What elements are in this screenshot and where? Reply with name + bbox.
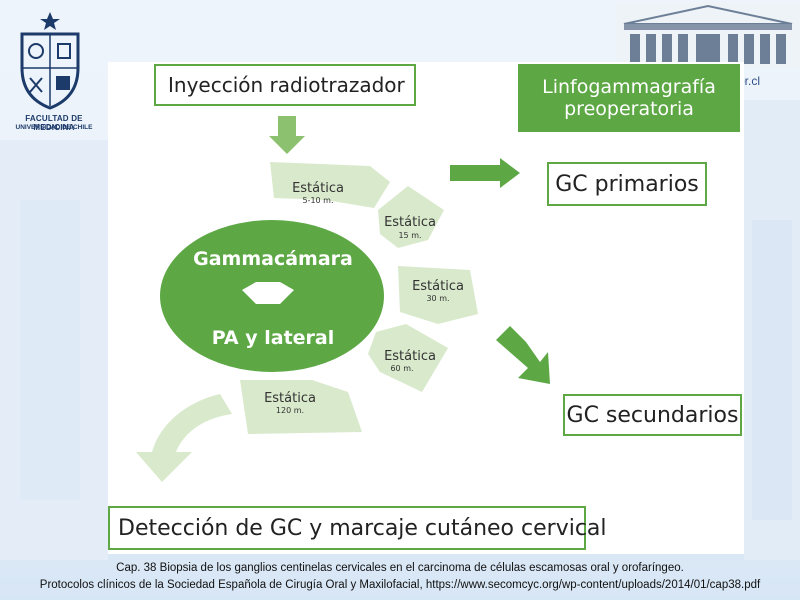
injection-box: Inyección radiotrazador [154, 64, 416, 106]
static-label-2: Estática [384, 215, 436, 230]
static-time-5: 120 m. [276, 406, 304, 415]
arrow-curved-icon [136, 394, 232, 482]
citation-line1: Cap. 38 Biopsia de los ganglios centinel… [116, 562, 684, 574]
faculty-logo: FACULTAD DE MEDICINA UNIVERSIDAD DE CHIL… [4, 6, 104, 134]
building-header-image [616, 2, 800, 68]
citation-line2: Protocolos clínicos de la Sociedad Españ… [39, 579, 761, 591]
static-label-1: Estática [292, 181, 344, 196]
flow-diagram: Gammacámara PA y lateral Estática 5-10 m… [136, 116, 550, 482]
logo-faculty-name: FACULTAD DE MEDICINA [25, 114, 83, 132]
static-segment-5 [240, 380, 362, 434]
primary-nodes-box: GC primarios [547, 162, 707, 206]
arrow-right-icon [450, 158, 520, 188]
secondary-nodes-box: GC secundarios [563, 394, 742, 436]
faculty-seal-icon [20, 12, 80, 110]
gamma-camera-label: Gammacámara [193, 248, 353, 270]
projection-label: PA y lateral [212, 327, 335, 349]
static-time-1: 5-10 m. [302, 196, 333, 205]
static-segment-2 [378, 186, 444, 248]
static-segment-1 [270, 162, 390, 208]
static-label-5: Estática [264, 391, 316, 406]
detection-box: Detección de GC y marcaje cutáneo cervic… [108, 506, 607, 550]
static-label-4: Estática [384, 349, 436, 364]
arrow-down-icon [269, 116, 305, 154]
static-segment-4 [368, 324, 448, 392]
citation-caption: Cap. 38 Biopsia de los ganglios centinel… [0, 560, 800, 594]
static-time-4: 60 m. [390, 364, 413, 373]
static-segment-3 [398, 266, 478, 324]
slide-panel: Gammacámara PA y lateral Estática 5-10 m… [108, 62, 744, 554]
logo-university-name: UNIVERSIDAD DE CHILE [15, 124, 93, 131]
arrow-diagonal-icon [496, 326, 550, 384]
static-label-3: Estática [412, 279, 464, 294]
lymphoscintigraphy-line2: preoperatoria [564, 98, 694, 120]
gamma-camera-hole [242, 282, 294, 304]
static-time-2: 15 m. [398, 231, 421, 240]
lymphoscintigraphy-line1: Linfogammagrafía [542, 76, 716, 98]
lymphoscintigraphy-box: Linfogammagrafía preoperatoria [518, 64, 740, 132]
static-time-3: 30 m. [426, 294, 449, 303]
